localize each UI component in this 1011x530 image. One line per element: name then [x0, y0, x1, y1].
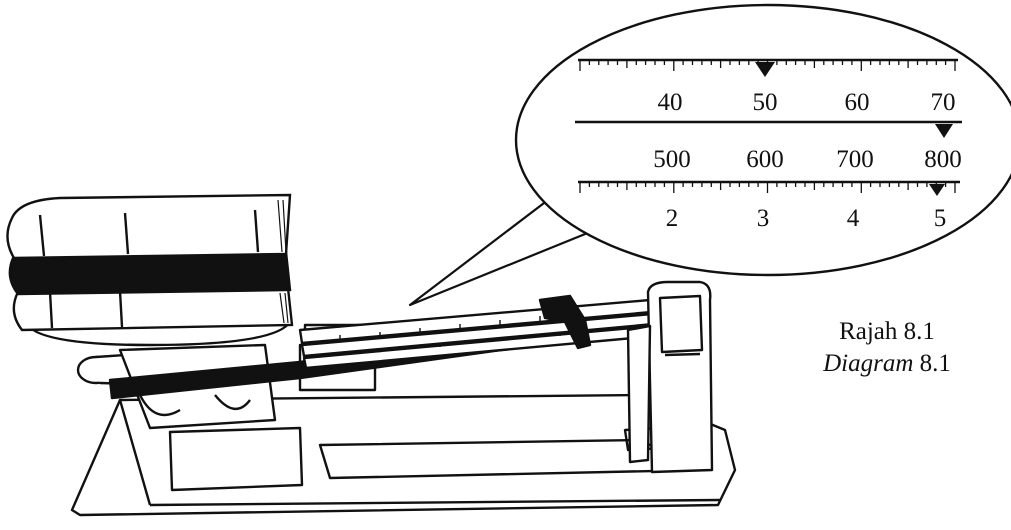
rider-middle-icon — [935, 124, 953, 138]
stacked-books-icon — [6, 193, 294, 332]
beam-scale-lines — [575, 58, 962, 193]
diagram-caption: Rajah 8.1 Diagram 8.1 — [772, 316, 1002, 380]
rider-bottom-icon — [929, 184, 945, 196]
beam-bottom-label: 2 — [666, 205, 679, 232]
beam-middle-label: 500 — [653, 146, 691, 173]
rider-markers — [755, 62, 953, 196]
beam-middle-labels: 500 600 700 800 — [653, 146, 962, 173]
beam-bottom-labels: 2 3 4 5 — [666, 205, 947, 232]
beam-bottom-label: 5 — [934, 205, 947, 232]
triple-beam-balance-icon — [70, 280, 737, 517]
caption-number: 8.1 — [919, 350, 951, 377]
beam-top-label: 70 — [931, 89, 956, 116]
beam-top-labels: 40 50 60 70 — [658, 89, 956, 116]
beam-top-label: 60 — [845, 89, 870, 116]
beam-bottom-label: 3 — [757, 205, 770, 232]
caption-number: 8.1 — [903, 318, 935, 345]
beam-middle-label: 700 — [836, 146, 874, 173]
caption-malay: Rajah 8.1 — [772, 316, 1002, 348]
caption-malay-word: Rajah — [839, 318, 898, 345]
caption-english: Diagram 8.1 — [772, 348, 1002, 380]
beam-top-label: 40 — [658, 89, 683, 116]
beam-middle-label: 600 — [746, 146, 784, 173]
beam-top-label: 50 — [753, 89, 778, 116]
rider-top-icon — [755, 62, 775, 77]
caption-english-word: Diagram — [823, 350, 914, 377]
magnified-callout — [408, 3, 1011, 307]
beam-bottom-label: 4 — [847, 205, 860, 232]
beam-middle-label: 800 — [924, 146, 962, 173]
